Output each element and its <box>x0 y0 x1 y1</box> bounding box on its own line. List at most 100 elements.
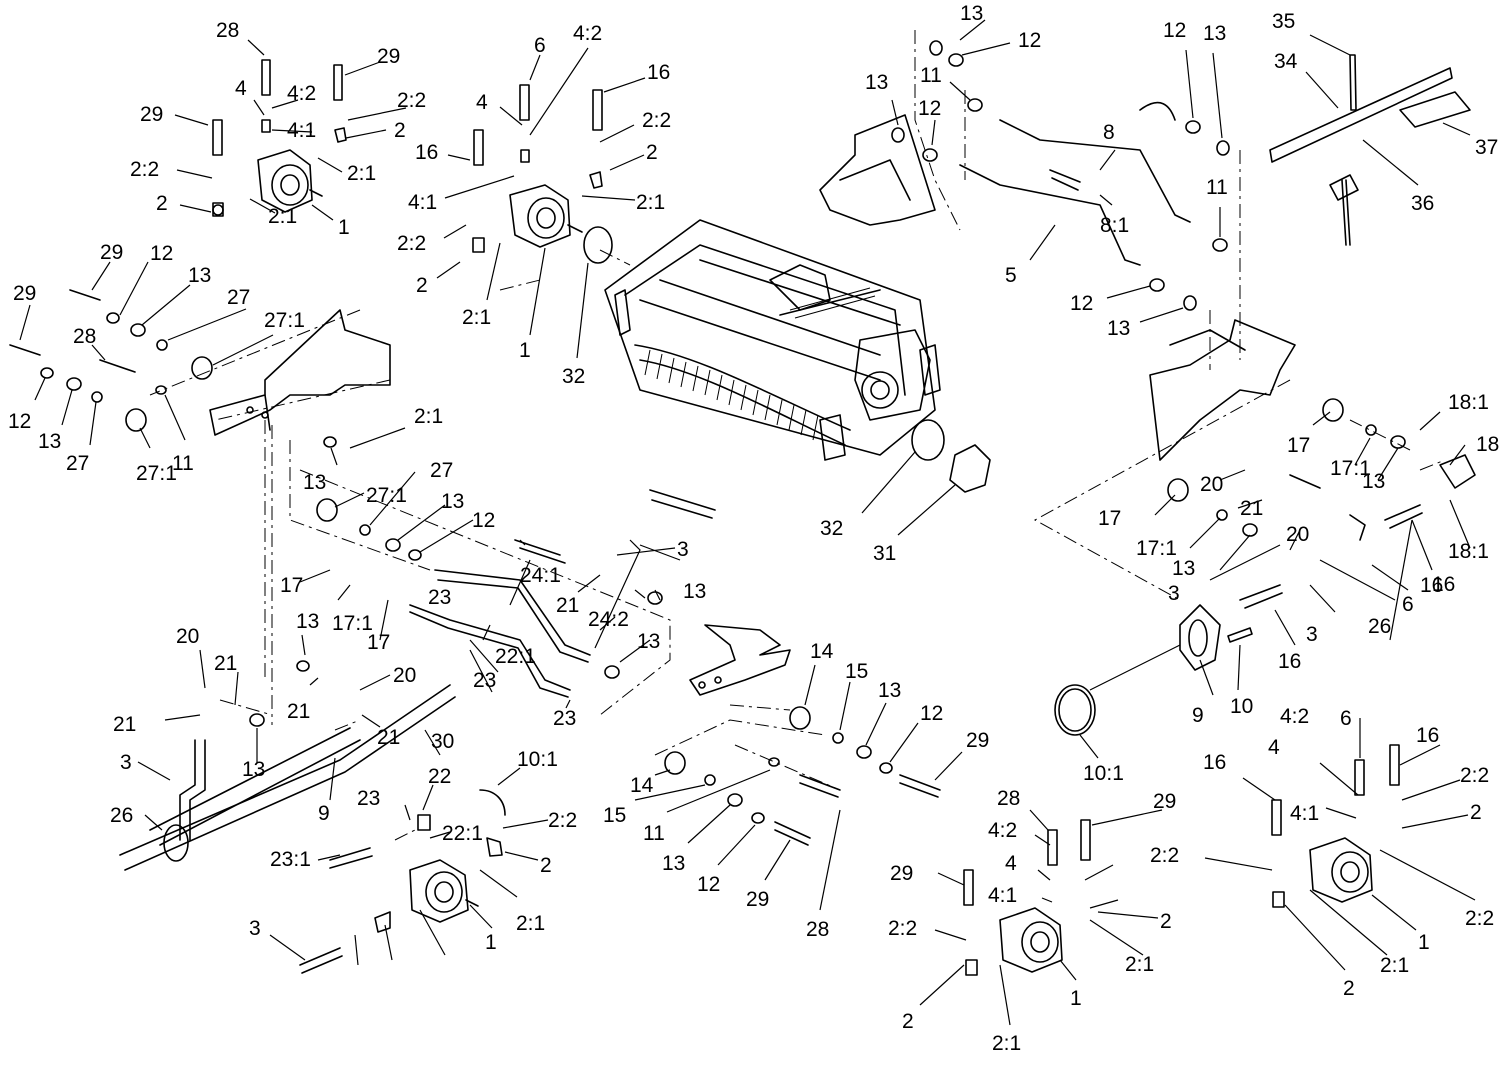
callout: 13 <box>637 630 660 653</box>
callout: 28 <box>216 19 239 42</box>
callout: 17:1 <box>1136 537 1177 560</box>
callout: 9 <box>318 802 330 825</box>
callout: 22:1 <box>442 822 483 845</box>
o-ring-upper <box>583 226 613 264</box>
callout: 21 <box>556 594 579 617</box>
callout: 17:1 <box>1330 457 1371 480</box>
callout: 1 <box>1070 987 1082 1010</box>
callout: 4:1 <box>988 884 1017 907</box>
bracket-left <box>209 309 391 436</box>
callout: 6 <box>1340 707 1352 730</box>
parts-artwork <box>9 40 1476 976</box>
callout: 2:1 <box>462 306 491 329</box>
callout: 2 <box>156 192 168 215</box>
callout: 3 <box>120 751 132 774</box>
callout: 2:1 <box>347 162 376 185</box>
callout: 13 <box>303 471 326 494</box>
callout: 15 <box>845 660 868 683</box>
callout: 27 <box>227 286 250 309</box>
callout: 8:1 <box>1100 214 1129 237</box>
gear-pump-lower-center <box>963 819 1091 976</box>
callout: 10:1 <box>1083 762 1124 785</box>
callout: 4:2 <box>573 22 602 45</box>
callout: 12 <box>697 873 720 896</box>
callout: 5 <box>1005 264 1017 287</box>
callout: 28 <box>73 325 96 348</box>
callout: 4:1 <box>1290 802 1319 825</box>
callout: 32 <box>820 517 843 540</box>
o-ring-lower <box>911 419 945 461</box>
callout: 13 <box>38 430 61 453</box>
right-bracket <box>1149 319 1476 609</box>
callout: 13 <box>878 679 901 702</box>
gear-pump-lower-right <box>1271 744 1400 908</box>
callout: 29 <box>966 729 989 752</box>
callout: 32 <box>562 365 585 388</box>
callout: 13 <box>662 852 685 875</box>
callout: 23 <box>357 787 380 810</box>
callout: 16 <box>1432 573 1455 596</box>
callout: 8 <box>1103 121 1115 144</box>
callout: 23:1 <box>270 848 311 871</box>
callout: 16 <box>1278 650 1301 673</box>
callout: 4 <box>1268 736 1280 759</box>
callout: 16 <box>1203 751 1226 774</box>
callout: 11 <box>1206 176 1228 199</box>
callout: 30 <box>431 730 454 753</box>
callout: 29 <box>100 241 123 264</box>
callout: 17 <box>367 631 390 654</box>
callout: 12 <box>920 702 943 725</box>
callout: 2 <box>646 141 658 164</box>
callout: 16 <box>647 61 670 84</box>
callout: 12 <box>472 509 495 532</box>
callout: 26 <box>1368 615 1391 638</box>
callout: 13 <box>296 610 319 633</box>
callout: 2:2 <box>888 917 917 940</box>
callout: 13 <box>683 580 706 603</box>
callout: 2 <box>1343 977 1355 1000</box>
callout: 13 <box>1203 22 1226 45</box>
callout: 34 <box>1274 50 1298 73</box>
callout: 1 <box>338 216 350 239</box>
callout: 18:1 <box>1448 540 1489 563</box>
callout: 1 <box>519 339 531 362</box>
cover <box>949 444 991 493</box>
callout: 23 <box>473 669 496 692</box>
callout: 35 <box>1272 10 1295 33</box>
hidden-lines <box>149 30 1446 841</box>
plate-and-clamp <box>1054 604 1253 736</box>
lower-left-hoses <box>119 684 456 974</box>
callout: 2:2 <box>397 89 426 112</box>
callout: 22 <box>428 765 451 788</box>
callout: 21 <box>1240 497 1263 520</box>
callout: 2:2 <box>1465 907 1494 930</box>
callout: 29 <box>746 888 769 911</box>
callout: 3 <box>1306 623 1318 646</box>
callout: 3 <box>1168 582 1180 605</box>
callout: 23 <box>553 707 576 730</box>
callout: 18 <box>1476 433 1499 456</box>
callout: 2 <box>394 119 406 142</box>
callout: 29 <box>1153 790 1176 813</box>
callout: 2 <box>540 854 552 877</box>
callout: 15 <box>603 804 626 827</box>
callout: 24:2 <box>588 608 629 631</box>
callout: 29 <box>140 103 163 126</box>
callout: 6 <box>534 34 546 57</box>
callout: 11 <box>172 452 194 475</box>
bracket-middle <box>689 624 791 696</box>
left-fittings <box>9 289 213 432</box>
callout: 13 <box>865 71 888 94</box>
callout: 4:1 <box>408 191 437 214</box>
callout: 27:1 <box>366 484 407 507</box>
callout: 37 <box>1475 136 1498 159</box>
top-fittings <box>212 59 603 166</box>
callout: 20 <box>393 664 416 687</box>
callout: 22:1 <box>495 645 536 668</box>
callout: 12 <box>150 242 173 265</box>
callout: 17 <box>1287 434 1310 457</box>
callout: 27 <box>430 459 453 482</box>
callout: 2:1 <box>1380 954 1409 977</box>
callout: 13 <box>1107 317 1130 340</box>
